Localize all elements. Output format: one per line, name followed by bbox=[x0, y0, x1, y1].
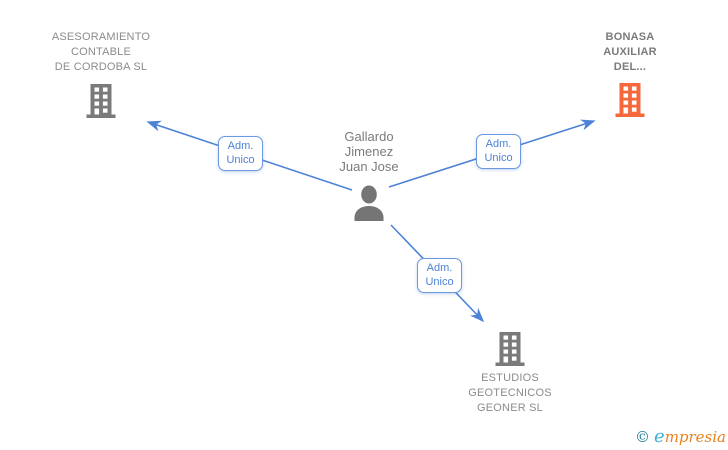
empresia-watermark-link[interactable]: ©empresia bbox=[635, 426, 726, 447]
company-name-line: CONTABLE bbox=[70, 46, 132, 58]
edge-label-line: Unico bbox=[226, 154, 255, 166]
person-name-line: Gallardo bbox=[344, 129, 394, 144]
company-name-line: GEOTECNICOS bbox=[468, 387, 552, 399]
building-icon bbox=[495, 332, 525, 366]
company-name-line: ASESORAMIENTO bbox=[51, 31, 151, 43]
edge-label-line: Adm. bbox=[426, 262, 453, 274]
person-name: Gallardo Jimenez Juan Jose bbox=[339, 129, 398, 174]
edge-label-line: Adm. bbox=[485, 138, 512, 150]
building-icon bbox=[613, 83, 647, 117]
company-name-line: AUXILIAR bbox=[603, 46, 657, 58]
person-icon bbox=[351, 185, 387, 221]
company-name-line: DEL... bbox=[613, 61, 647, 73]
company-name: BONASA AUXILIAR DEL... bbox=[603, 30, 657, 75]
company-name-line: ESTUDIOS bbox=[481, 372, 539, 384]
company-name: ASESORAMIENTO CONTABLE DE CORDOBA SL bbox=[52, 30, 150, 75]
edge-label-line: Unico bbox=[425, 276, 454, 288]
edge-label-line: Unico bbox=[484, 152, 513, 164]
company-name-line: DE CORDOBA SL bbox=[54, 61, 148, 73]
edge-label-adm-unico-right: Adm. Unico bbox=[476, 134, 521, 169]
company-name-line: GEONER SL bbox=[477, 402, 543, 414]
brand-initial: e bbox=[654, 426, 665, 447]
brand-rest: mpresia bbox=[664, 428, 726, 446]
person-name-line: Jimenez bbox=[344, 144, 394, 159]
edge-label-adm-unico-left: Adm. Unico bbox=[218, 136, 263, 171]
copyright-icon: © bbox=[635, 428, 651, 446]
building-icon bbox=[86, 84, 116, 118]
company-node-estudios-geotecnicos[interactable]: ESTUDIOS GEOTECNICOS GEONER SL bbox=[438, 332, 582, 416]
edge-label-adm-unico-bottom: Adm. Unico bbox=[417, 258, 462, 293]
company-node-bonasa-auxiliar[interactable]: BONASA AUXILIAR DEL... bbox=[558, 30, 702, 117]
edge-label-line: Adm. bbox=[227, 140, 254, 152]
company-name: ESTUDIOS GEOTECNICOS GEONER SL bbox=[468, 371, 552, 416]
company-name-line: BONASA bbox=[605, 31, 655, 43]
company-node-asesoramiento-contable[interactable]: ASESORAMIENTO CONTABLE DE CORDOBA SL bbox=[18, 30, 184, 118]
person-node-gallardo-jimenez[interactable]: Gallardo Jimenez Juan Jose bbox=[297, 129, 441, 221]
person-name-line: Juan Jose bbox=[339, 159, 399, 174]
